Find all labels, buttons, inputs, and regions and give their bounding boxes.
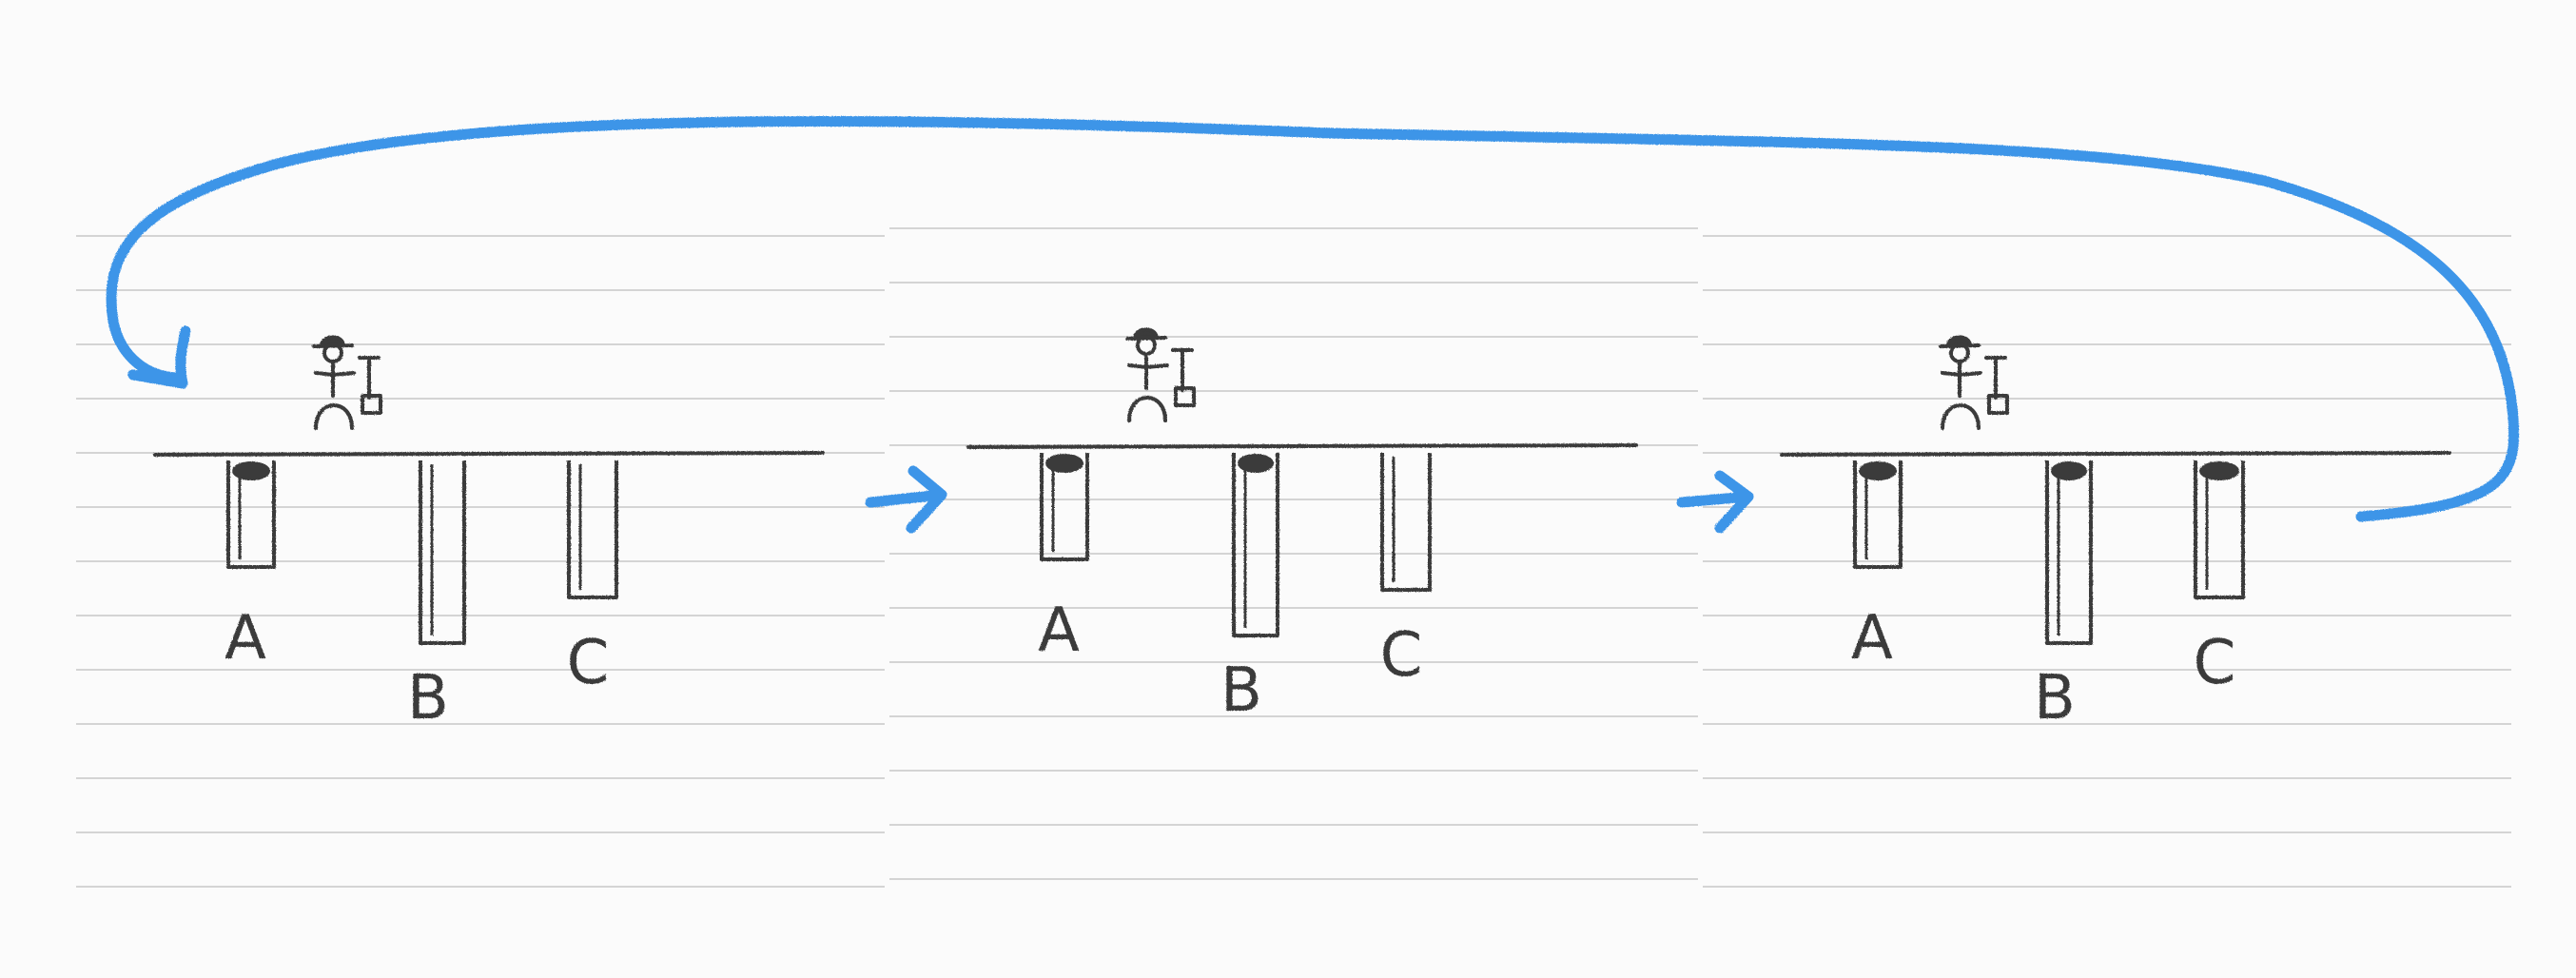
- hole-a: A: [1038, 453, 1089, 666]
- dirt-fill: [1238, 454, 1274, 473]
- hole-b: B: [407, 460, 466, 734]
- worker-figure-icon: [312, 335, 382, 430]
- loop-arrow-back-to-start: [106, 116, 2520, 522]
- hole-c: C: [567, 460, 618, 698]
- arrow-panel1-to-panel2: [865, 465, 947, 534]
- ground-line: [1780, 451, 2451, 457]
- hole-label: C: [567, 628, 610, 698]
- hole-a: A: [1851, 460, 1903, 674]
- hole-outline: [2045, 460, 2093, 645]
- hole-label: A: [1038, 596, 1080, 666]
- panel-3: A B C: [1780, 335, 2451, 734]
- hole-outline: [1380, 453, 1432, 592]
- dirt-fill: [1859, 461, 1897, 480]
- hole-b: B: [1220, 453, 1279, 726]
- worker-figure-icon: [1125, 327, 1196, 422]
- hole-a: A: [224, 460, 276, 674]
- hole-label: C: [1380, 620, 1423, 691]
- hole-outline: [419, 460, 466, 645]
- hole-label: B: [407, 663, 449, 734]
- dirt-fill: [2051, 461, 2087, 480]
- worker-figure-icon: [1939, 335, 2009, 430]
- hole-outline: [2194, 460, 2245, 599]
- hole-label: A: [224, 603, 266, 674]
- dirt-fill: [2199, 461, 2239, 480]
- hole-outline: [1232, 453, 1279, 637]
- hole-label: C: [2194, 628, 2236, 698]
- hole-outline: [1040, 453, 1089, 561]
- hole-outline: [1853, 460, 1903, 569]
- ruled-paper-lines: [76, 227, 2511, 888]
- dirt-fill: [232, 461, 270, 480]
- hole-label: B: [2034, 663, 2076, 734]
- hole-c: C: [2194, 460, 2245, 698]
- hole-b: B: [2034, 460, 2093, 734]
- ground-line: [153, 451, 825, 457]
- hole-label: A: [1851, 603, 1893, 674]
- ground-line: [966, 443, 1638, 449]
- dirt-fill: [1045, 454, 1083, 473]
- flow-arrows: [106, 116, 2520, 534]
- hole-label: B: [1220, 655, 1262, 726]
- hole-outline: [567, 460, 618, 599]
- panel-1: A B C: [153, 335, 825, 734]
- panel-2: A B C: [966, 327, 1638, 726]
- hole-c: C: [1380, 453, 1432, 691]
- arrow-panel2-to-panel3: [1676, 470, 1754, 534]
- hole-outline: [226, 460, 276, 569]
